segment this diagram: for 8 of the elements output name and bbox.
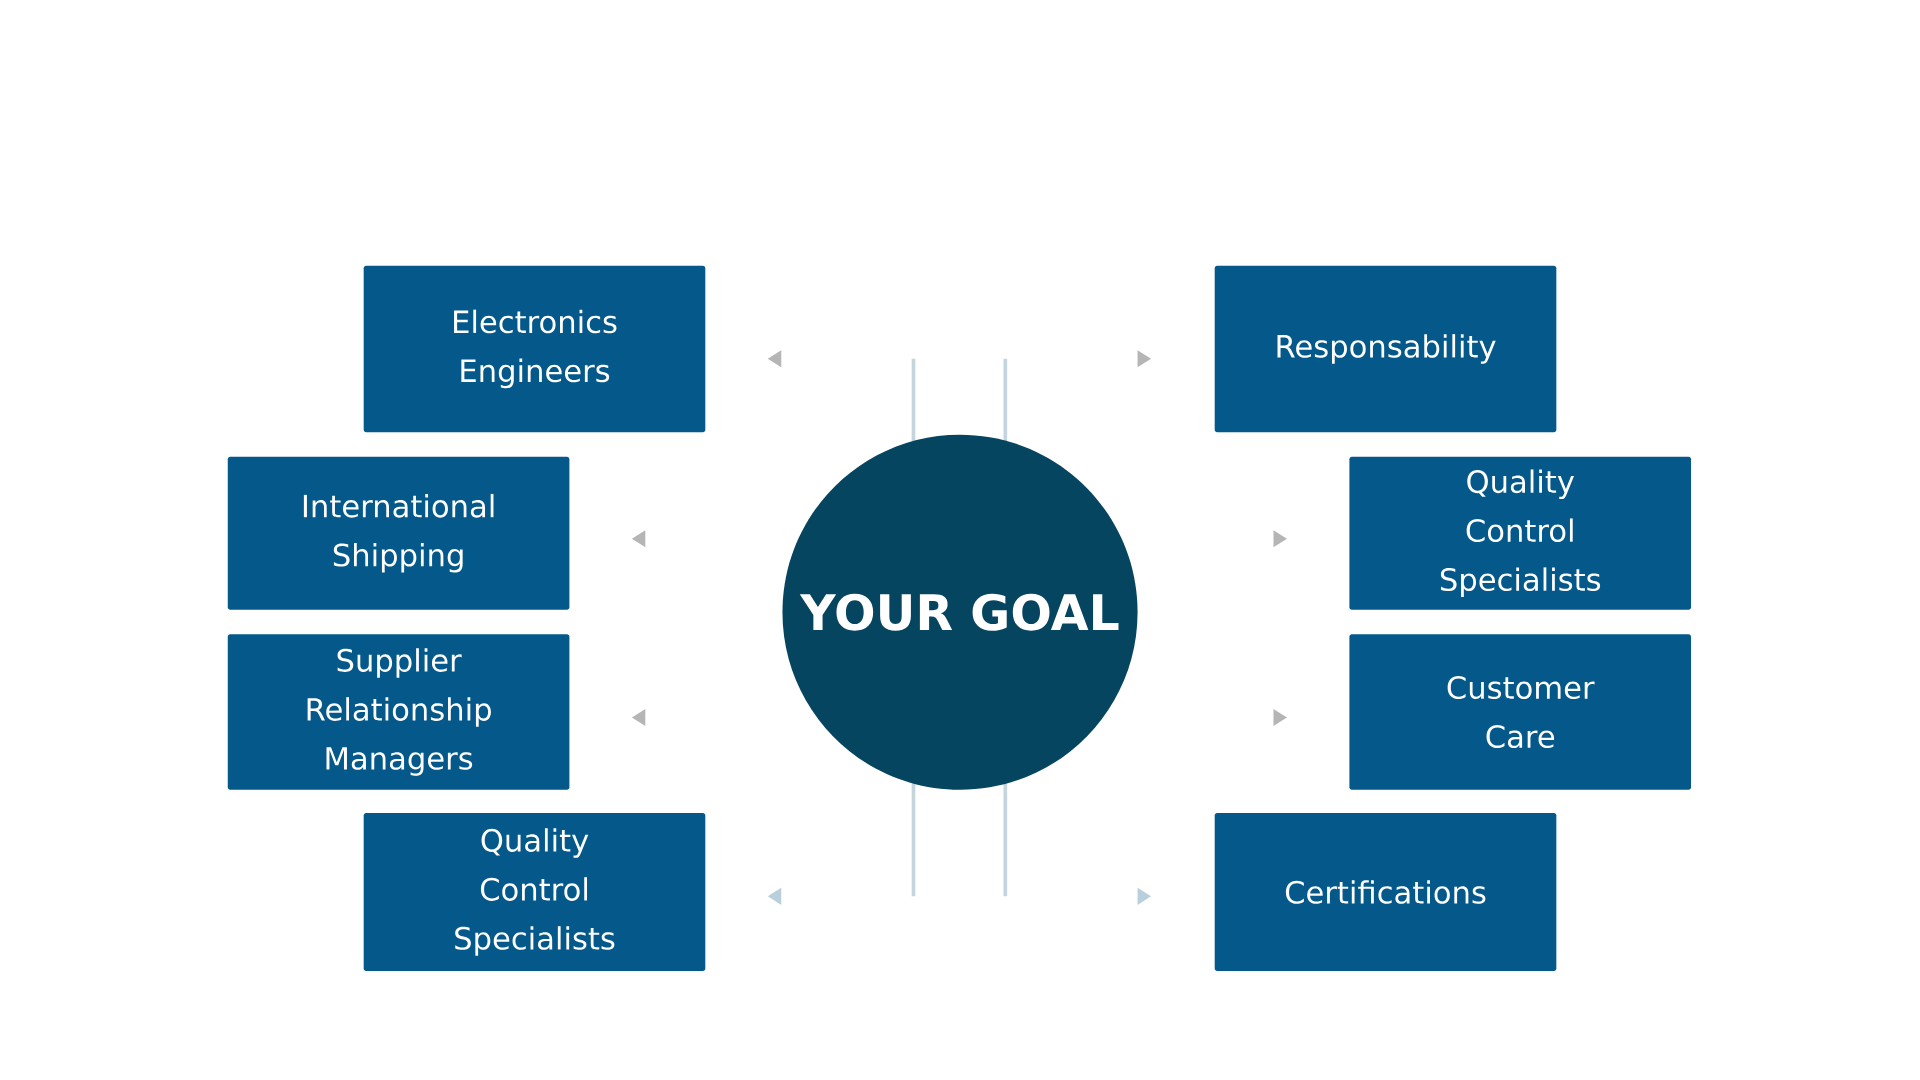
role-box: International Shipping xyxy=(227,456,570,610)
role-box: Responsability xyxy=(1214,265,1557,433)
role-box: Certifications xyxy=(1214,813,1557,971)
role-box: Supplier Relationship Managers xyxy=(227,634,570,790)
role-box: Customer Care xyxy=(1349,634,1692,790)
role-box: Quality Control Specialists xyxy=(363,813,706,971)
role-box: Quality Control Specialists xyxy=(1349,456,1692,610)
role-box: Electronics Engineers xyxy=(363,265,706,433)
